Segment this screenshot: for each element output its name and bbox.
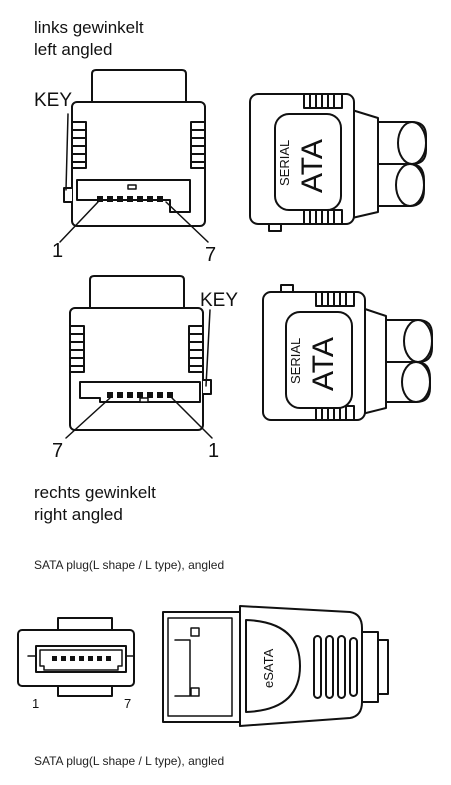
right-ribs <box>190 121 206 169</box>
pin-7-label-left-angled: 7 <box>205 244 217 266</box>
key-label-left-angled: KEY <box>34 90 73 111</box>
serial-label-2: SERIAL <box>288 337 303 384</box>
esata-pin-7-label: 7 <box>124 696 132 711</box>
esata-label: eSATA <box>261 648 276 688</box>
serial-label-1: SERIAL <box>277 139 292 186</box>
right-angled-front-view <box>65 275 213 439</box>
caption-right-angled-en: right angled <box>34 505 123 524</box>
right-angled-pins <box>107 392 173 398</box>
caption-left-angled-en: left angled <box>34 40 113 59</box>
caption-right-angled-de: rechts gewinkelt <box>34 483 156 502</box>
left-angled-front-view <box>59 69 209 243</box>
ata-label-2: ATA <box>307 337 340 391</box>
esata-pin-1-label: 1 <box>32 696 40 711</box>
caption-sata-plug-2: SATA plug(L shape / L type), angled <box>34 754 225 768</box>
right-angled-side-view <box>262 284 433 421</box>
pin-7-label-right-angled: 7 <box>52 440 64 462</box>
left-ribs <box>71 121 87 169</box>
left-angled-pins <box>97 196 163 202</box>
left-angled-side-view <box>249 93 427 232</box>
caption-left-angled-de: links gewinkelt <box>34 18 144 37</box>
pin-1-label-left-angled: 1 <box>52 240 64 262</box>
esata-front-view <box>17 617 135 697</box>
esata-side-view <box>162 605 389 727</box>
key-label-right-angled: KEY <box>200 290 239 311</box>
ata-label-1: ATA <box>296 139 329 193</box>
caption-sata-plug-1: SATA plug(L shape / L type), angled <box>34 558 225 572</box>
pin-1-label-right-angled: 1 <box>208 440 220 462</box>
